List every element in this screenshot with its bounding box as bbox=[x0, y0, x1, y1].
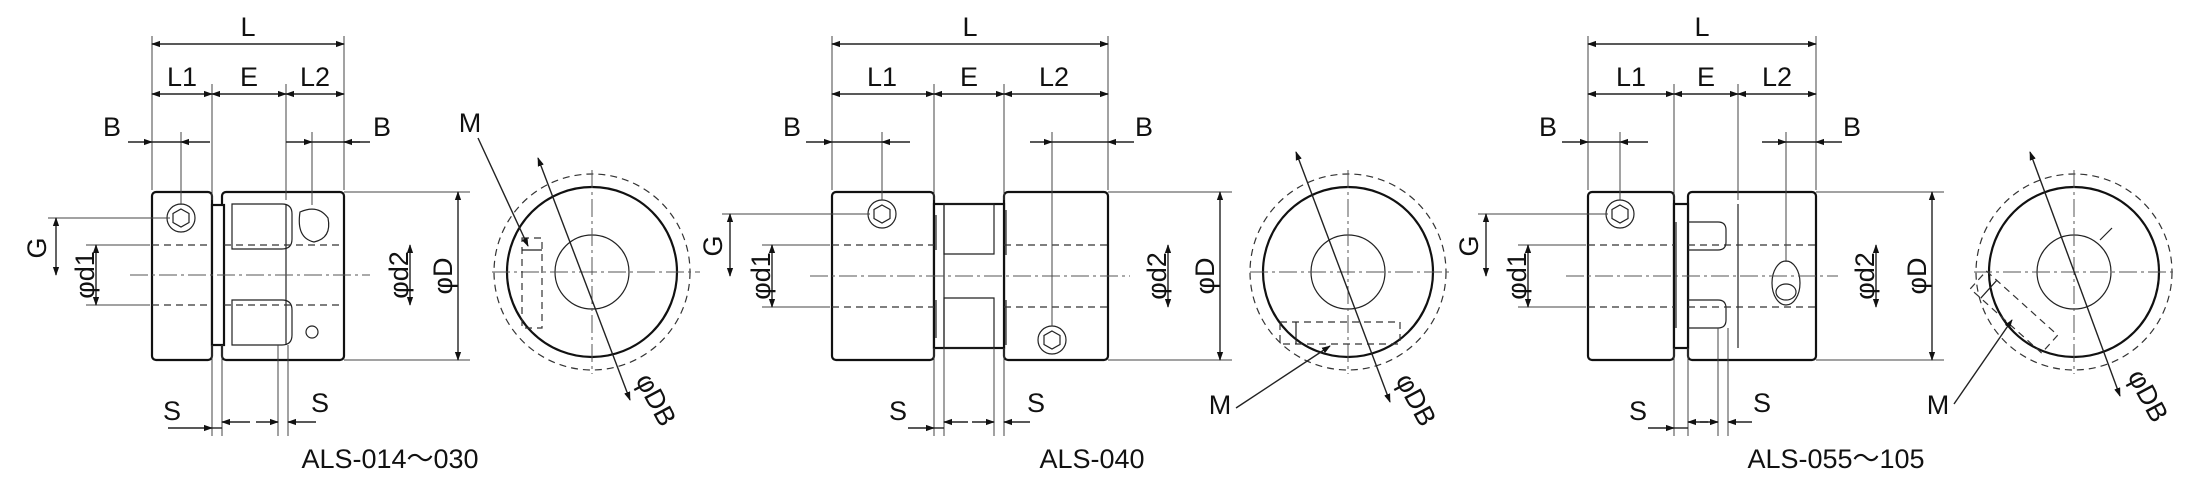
dimensions-top: L L1 E L2 B B bbox=[1539, 12, 1861, 262]
dim-label-l1: L1 bbox=[867, 62, 897, 92]
dim-label-d2: φd2 bbox=[1850, 252, 1880, 300]
drawing-caption: ALS-014～030 bbox=[301, 444, 478, 474]
end-view: M φDB bbox=[459, 108, 700, 431]
dim-label-m: M bbox=[459, 108, 482, 138]
dim-label-g: G bbox=[1454, 235, 1484, 256]
dim-label-b-right: B bbox=[1843, 112, 1861, 142]
dim-label-s-right: S bbox=[311, 388, 329, 418]
dim-label-m: M bbox=[1927, 390, 1950, 420]
dim-label-d1: φd1 bbox=[70, 251, 100, 299]
dimensions-left: G φd1 bbox=[698, 213, 870, 308]
dim-label-s-left: S bbox=[889, 396, 907, 426]
dimensions-top: L L1 E L2 B B bbox=[783, 12, 1153, 326]
end-view: M φDB bbox=[1927, 151, 2176, 427]
drawing-als-040: L L1 E L2 B B G φd1 bbox=[698, 12, 1450, 474]
dim-label-e: E bbox=[1697, 62, 1715, 92]
dimensions-left: G φd1 bbox=[22, 217, 170, 306]
dim-label-b-left: B bbox=[1539, 112, 1557, 142]
dimensions-right: φd2 φD bbox=[1816, 191, 1944, 361]
dim-label-s-left: S bbox=[1629, 396, 1647, 426]
dimensions-top: L L1 E L2 B B bbox=[103, 12, 391, 205]
dim-label-b-left: B bbox=[783, 112, 801, 142]
dim-label-l2: L2 bbox=[300, 62, 330, 92]
drawing-als-055-105: L L1 E L2 B B G φd1 bbox=[1454, 12, 2176, 474]
drawing-caption: ALS-055～105 bbox=[1747, 444, 1924, 474]
dim-label-b-right: B bbox=[373, 112, 391, 142]
dim-label-b-right: B bbox=[1135, 112, 1153, 142]
dimensions-bottom: S S bbox=[1629, 328, 1771, 436]
side-view bbox=[1566, 190, 1838, 362]
dim-label-l2: L2 bbox=[1039, 62, 1069, 92]
dim-label-l1: L1 bbox=[1616, 62, 1646, 92]
side-view bbox=[130, 190, 370, 362]
dimensions-bottom: S S bbox=[163, 345, 329, 436]
dimensions-bottom: S S bbox=[889, 348, 1045, 436]
dim-label-b-left: B bbox=[103, 112, 121, 142]
dim-label-g: G bbox=[698, 235, 728, 256]
dim-label-db: φDB bbox=[1390, 368, 1442, 431]
drawing-als-014-030: L L1 E L2 B B G bbox=[22, 12, 700, 474]
dim-label-outer-d: φD bbox=[428, 257, 458, 294]
dim-label-s-right: S bbox=[1027, 388, 1045, 418]
dim-label-g: G bbox=[22, 237, 52, 258]
dimensions-right: φd2 φD bbox=[1108, 191, 1232, 361]
dim-label-m: M bbox=[1209, 390, 1232, 420]
dim-label-l: L bbox=[962, 12, 977, 42]
dim-label-db: φDB bbox=[630, 368, 682, 431]
dim-label-l: L bbox=[1694, 12, 1709, 42]
dim-label-l2: L2 bbox=[1762, 62, 1792, 92]
end-view: M φDB bbox=[1209, 151, 1450, 431]
side-view bbox=[810, 190, 1130, 362]
dim-label-e: E bbox=[240, 62, 258, 92]
dim-label-d1: φd1 bbox=[1502, 252, 1532, 300]
dim-label-l1: L1 bbox=[167, 62, 197, 92]
dimensions-left: G φd1 bbox=[1454, 213, 1608, 308]
dim-label-d2: φd2 bbox=[1142, 252, 1172, 300]
dim-label-l: L bbox=[240, 12, 255, 42]
dimensions-right: φd2 φD bbox=[344, 191, 470, 361]
drawing-caption: ALS-040 bbox=[1039, 444, 1144, 474]
dim-label-outer-d: φD bbox=[1902, 257, 1932, 294]
dim-label-s-right: S bbox=[1753, 388, 1771, 418]
dim-label-e: E bbox=[960, 62, 978, 92]
dim-label-db: φDB bbox=[2122, 364, 2174, 427]
dim-label-s-left: S bbox=[163, 396, 181, 426]
dim-label-d2: φd2 bbox=[384, 251, 414, 299]
dim-label-d1: φd1 bbox=[746, 252, 776, 300]
dim-label-outer-d: φD bbox=[1190, 257, 1220, 294]
